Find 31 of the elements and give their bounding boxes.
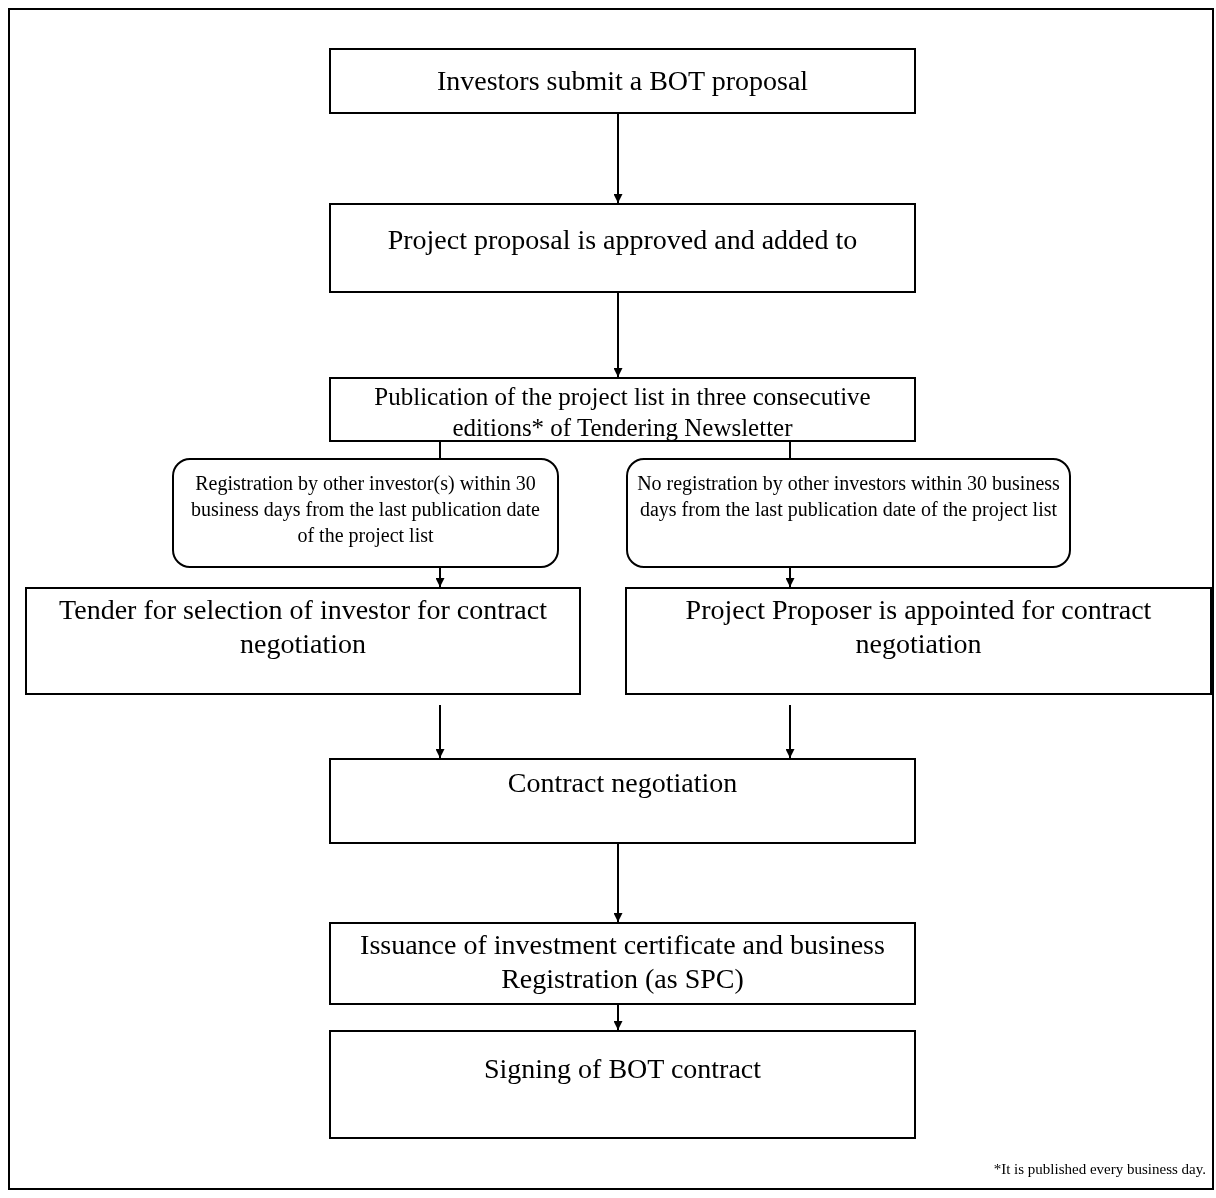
process-box xyxy=(329,377,916,442)
connector-line xyxy=(439,441,441,459)
process-box xyxy=(625,587,1212,695)
footnote: *It is published every business day. xyxy=(993,1161,1206,1178)
connector-line xyxy=(789,441,791,459)
process-box xyxy=(25,587,581,695)
condition-box xyxy=(626,458,1071,568)
process-box xyxy=(329,203,916,293)
arrow xyxy=(785,704,795,759)
box-text: Publication of the project list in three consecutive editions* of Tendering Newsletter xyxy=(373,382,872,444)
box-text: Issuance of investment certificate and business Registration (as SPC) xyxy=(359,928,886,996)
process-box xyxy=(329,922,916,1005)
box-text: No registration by other investors within 30 business days from the last publication date of the project list xyxy=(636,471,1061,522)
box-text: Tender for selection of investor for contract negotiation xyxy=(58,593,548,661)
arrow xyxy=(613,1004,623,1031)
arrow xyxy=(613,113,623,204)
process-box xyxy=(329,48,916,114)
box-text: Project proposal is approved and added to xyxy=(387,223,858,257)
arrow xyxy=(613,292,623,378)
box-text: Signing of BOT contract xyxy=(483,1052,762,1086)
arrow xyxy=(613,843,623,923)
box-text: Registration by other investor(s) within 30 business days from the last publication date of the project list xyxy=(190,471,541,548)
box-text: Contract negotiation xyxy=(507,766,738,800)
process-box xyxy=(329,758,916,844)
process-box xyxy=(329,1030,916,1139)
box-text: Project Proposer is appointed for contract negotiation xyxy=(684,593,1153,661)
arrow xyxy=(435,567,445,588)
box-text: Investors submit a BOT proposal xyxy=(436,64,809,98)
condition-box xyxy=(172,458,559,568)
arrow xyxy=(435,704,445,759)
arrow xyxy=(785,567,795,588)
